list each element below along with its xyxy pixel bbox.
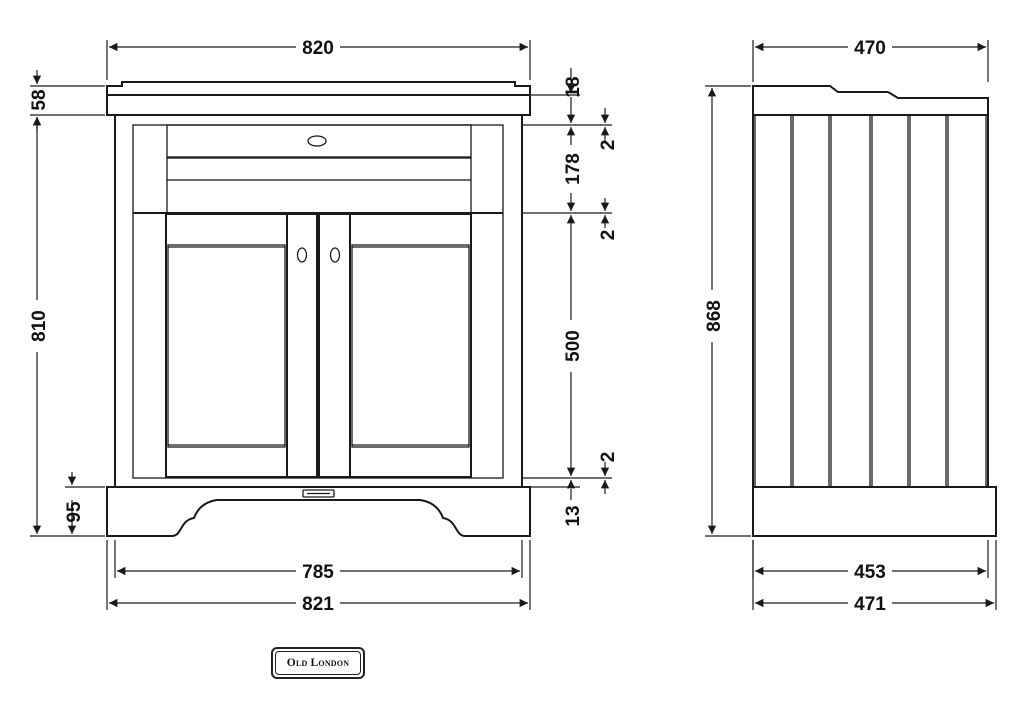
- dim-inner-width: 785: [302, 562, 334, 583]
- side-dimensions: 470 868 453 471: [704, 38, 997, 615]
- dim-drawer-height: 178: [563, 153, 584, 185]
- drawer-handle-icon: [307, 135, 327, 147]
- side-panel: [752, 114, 989, 488]
- dim-base-width: 821: [302, 594, 334, 615]
- left-door-stile: [286, 213, 318, 478]
- dim-top-thickness: 58: [29, 89, 50, 110]
- right-door: [349, 213, 472, 478]
- dim-plinth-height: 95: [64, 501, 85, 523]
- dim-door-height: 500: [563, 330, 584, 362]
- dim-total-height: 868: [704, 300, 725, 332]
- plinth: [106, 486, 531, 537]
- dim-depth-inner: 453: [854, 562, 886, 583]
- brand-badge-small: [302, 489, 335, 498]
- countertop: [106, 81, 531, 116]
- right-door-stile: [318, 213, 351, 478]
- left-door: [165, 213, 288, 478]
- dim-depth-base: 471: [854, 594, 886, 615]
- dim-drawer-gap-top: 2: [598, 140, 619, 151]
- front-dimensions: 820 58 810 95 18 178 500: [29, 38, 619, 615]
- dim-plinth-gap: 13: [563, 505, 584, 526]
- dim-door-gap-bottom: 2: [598, 452, 619, 463]
- front-view: [106, 81, 531, 537]
- side-view: [752, 85, 997, 537]
- dim-depth-top: 470: [854, 38, 886, 59]
- door-knob-left-icon: [296, 247, 308, 263]
- dim-top-lip: 18: [563, 76, 584, 97]
- dim-width-top: 820: [302, 38, 334, 59]
- side-countertop: [752, 85, 989, 116]
- brand-logo: Old London: [271, 647, 365, 679]
- side-plinth: [752, 486, 997, 537]
- door-knob-right-icon: [329, 247, 341, 263]
- brand-name: Old London: [286, 657, 350, 669]
- dim-carcass-height: 810: [29, 310, 50, 342]
- dim-drawer-gap-bottom: 2: [598, 230, 619, 241]
- brand-logo-inner: Old London: [275, 651, 361, 675]
